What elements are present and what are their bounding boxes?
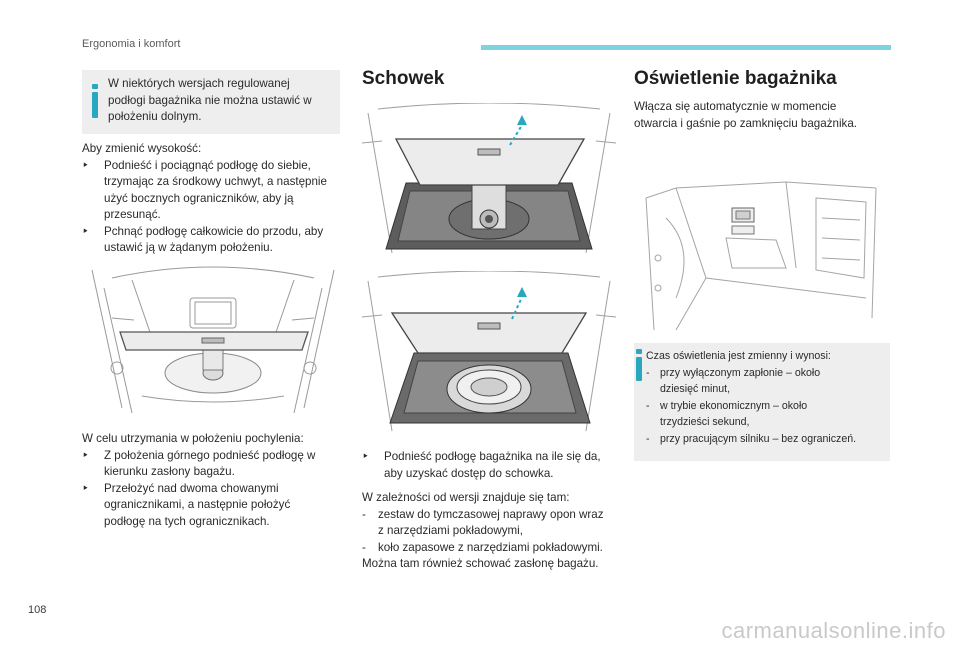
paragraph-outro: Można tam również schować zasłonę bagażu…	[362, 557, 599, 570]
bullet-item: ‣ Podnieść i pociągnąć podłogę do siebie…	[82, 158, 327, 222]
height-instructions: Aby zmienić wysokość: ‣ Podnieść i pocią…	[82, 141, 344, 257]
incline-instructions: W celu utrzymania w położeniu pochylenia…	[82, 431, 344, 530]
dash-item: - w trybie ekonomicznym – około trzydzie…	[646, 399, 808, 429]
storage-spare-wheel-illustration	[362, 271, 616, 432]
header-accent-bar	[481, 45, 891, 50]
pointer-bullet-icon: ‣	[82, 224, 89, 238]
bullet-item: ‣ Podnieść podłogę bagażnika na ile się …	[362, 450, 601, 480]
watermark: carmanualsonline.info	[721, 618, 946, 643]
note-line: położeniu dolnym.	[108, 110, 202, 123]
pointer-bullet-icon: ‣	[82, 158, 89, 172]
pointer-bullet-icon: ‣	[362, 450, 369, 463]
bullet-item: ‣ Z położenia górnego podnieść podłogę w…	[82, 448, 316, 479]
dash-item: - przy pracującym silniku – bez ogranicz…	[646, 432, 857, 445]
trunk-lighting-illustration	[645, 181, 877, 331]
storage-versions: W zależności od wersji znajduje się tam:…	[362, 490, 624, 573]
info-icon	[92, 84, 98, 118]
paragraph-intro: Aby zmienić wysokość:	[82, 142, 202, 155]
info-note-lighting-time: Czas oświetlenia jest zmienny i wynosi: …	[634, 343, 890, 461]
pointer-bullet-icon: ‣	[82, 481, 89, 495]
pointer-bullet-icon: ‣	[82, 448, 89, 462]
dash-item: - przy wyłączonym zapłonie – około dzies…	[646, 366, 821, 396]
paragraph-intro: W zależności od wersji znajduje się tam:	[362, 491, 570, 504]
dash-item: - zestaw do tymczasowej naprawy opon wra…	[362, 507, 604, 538]
page-number: 108	[28, 604, 47, 616]
info-note-floor: W niektórych wersjach regulowanej podłog…	[82, 70, 340, 134]
trunk-floor-inclined-illustration	[91, 266, 335, 414]
dash-item: - koło zapasowe z narzędziami pokładowym…	[362, 540, 603, 554]
paragraph-intro: W celu utrzymania w położeniu pochylenia…	[82, 432, 304, 445]
note-intro: Czas oświetlenia jest zmienny i wynosi:	[646, 350, 831, 362]
info-icon	[636, 349, 642, 381]
section-title-trunk-lighting: Oświetlenie bagażnika	[634, 68, 837, 89]
bullet-item: ‣ Pchnąć podłogę całkowicie do przodu, a…	[82, 224, 324, 255]
section-title-storage: Schowek	[362, 68, 445, 89]
note-line: podłogi bagażnika nie można ustawić w	[108, 93, 312, 107]
bullet-item: ‣ Przełożyć nad dwoma chowanymi ogranicz…	[82, 481, 291, 528]
lighting-description: Włącza się automatycznie w momencie otwa…	[634, 100, 857, 130]
chapter-title: Ergonomia i komfort	[82, 38, 181, 50]
storage-repair-kit-illustration	[362, 103, 616, 254]
storage-step: ‣ Podnieść podłogę bagażnika na ile się …	[362, 449, 624, 482]
note-line: W niektórych wersjach regulowanej	[108, 77, 290, 90]
